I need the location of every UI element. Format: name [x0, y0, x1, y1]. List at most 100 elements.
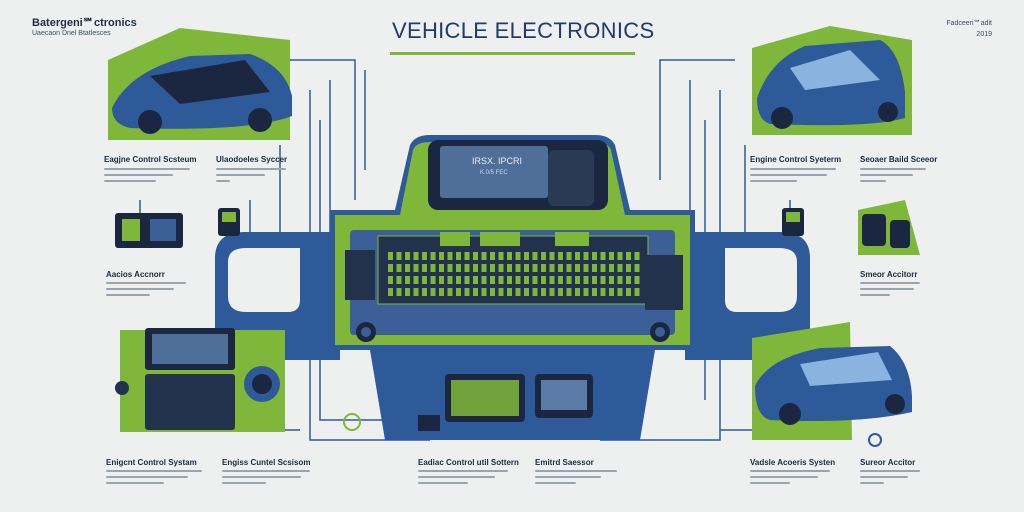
label-sensor-actuator: Sureor Accitor [860, 458, 916, 467]
board-chip [490, 288, 495, 296]
board-chip [575, 288, 580, 296]
board-chip [498, 252, 504, 260]
board-chip [473, 264, 478, 272]
board-chip [626, 252, 631, 260]
board-chip [422, 288, 427, 296]
board-chip [439, 264, 444, 272]
board-chip [549, 252, 555, 260]
board-chip [473, 252, 478, 260]
board-chip [413, 288, 419, 296]
board-chip [388, 288, 393, 296]
board-chip [439, 252, 444, 260]
label-sensor-bottom: Emitrd Saessor [535, 458, 594, 467]
label-vehicle-access-system: Vadsle Acoeris Systen [750, 458, 836, 467]
board-chip [634, 288, 640, 296]
board-chip [422, 276, 427, 284]
board-chip [524, 288, 529, 296]
brand-name: Batergeni℠ctronics [32, 17, 137, 29]
car-illustration-top-left [108, 28, 292, 140]
brand-subtitle: Uaecaon Dnel Btatlesces [32, 30, 111, 37]
board-chip [592, 276, 597, 284]
board-chip [541, 276, 546, 284]
right-sensor-modules [782, 200, 920, 255]
board-chip [558, 288, 563, 296]
board-chip [473, 276, 478, 284]
board-chip [634, 264, 640, 272]
board-chip [575, 276, 580, 284]
description-lines [860, 470, 920, 488]
board-chip [396, 264, 402, 272]
label-actuator-right: Smeor Accitorr [860, 270, 918, 279]
board-chip [515, 288, 521, 296]
board-chip [498, 288, 504, 296]
header-right-line2: 2019 [976, 31, 992, 38]
board-chip [464, 288, 470, 296]
board-chip [430, 252, 436, 260]
car-illustration-bottom-right [752, 322, 912, 440]
car-illustration-top-right [752, 26, 912, 135]
board-chip [617, 252, 623, 260]
board-chip [481, 288, 487, 296]
left-sensor-modules [115, 208, 240, 248]
board-chip [498, 276, 504, 284]
board-chip [549, 288, 555, 296]
board-chip [507, 264, 512, 272]
board-chip [583, 252, 589, 260]
board-chip [558, 276, 563, 284]
board-chip [566, 252, 572, 260]
board-chip [413, 252, 419, 260]
board-chip [473, 288, 478, 296]
board-chip [626, 276, 631, 284]
board-chip [575, 264, 580, 272]
board-chip [447, 264, 453, 272]
board-chip [617, 276, 623, 284]
board-chip [600, 276, 606, 284]
board-chip [634, 276, 640, 284]
board-chip [456, 288, 461, 296]
label-sensor-left: Ulaodoeles Syccer [216, 155, 288, 164]
board-chip [413, 276, 419, 284]
board-chip [524, 252, 529, 260]
board-chip [456, 264, 461, 272]
board-chip [388, 264, 393, 272]
description-lines [860, 168, 926, 186]
description-lines [104, 168, 190, 186]
board-chip [464, 252, 470, 260]
label-engine-control-system-2: Enigcnt Control Systam [106, 458, 197, 467]
board-chip [405, 288, 410, 296]
description-lines [222, 470, 310, 488]
board-chip [609, 276, 614, 284]
page-title: VEHICLE ELECTRONICS [392, 18, 655, 43]
board-chip [422, 252, 427, 260]
board-chip [507, 288, 512, 296]
label-engine-control-system-1: Eagjne Control Scsteum [104, 155, 197, 164]
description-lines [535, 470, 617, 488]
board-chip [388, 252, 393, 260]
board-chip [626, 288, 631, 296]
board-chip [634, 252, 640, 260]
board-chip [532, 264, 538, 272]
title-underline [390, 52, 635, 55]
board-chip [490, 252, 495, 260]
board-chip [617, 288, 623, 296]
board-chip [549, 276, 555, 284]
board-chip [447, 276, 453, 284]
board-chip [524, 276, 529, 284]
board-chip [481, 252, 487, 260]
board-chip [439, 288, 444, 296]
header-right-line1: Fadceeri℠adit [946, 20, 992, 27]
board-chip [524, 264, 529, 272]
lower-modules [343, 374, 882, 447]
board-chip [532, 288, 538, 296]
label-engine-control-system-4: Engine Control Syeterm [750, 155, 842, 164]
board-chip [507, 252, 512, 260]
label-engine-control-system-3: Engiss Cuntel Scsisom [222, 458, 311, 467]
board-chip [430, 276, 436, 284]
board-chip [396, 276, 402, 284]
board-chip [541, 264, 546, 272]
display-screen-subtext: K.0/5 FEC [480, 170, 508, 176]
header-right-info: Fadceeri℠adit 2019 [942, 18, 992, 40]
board-chip [566, 276, 572, 284]
dashboard-module-bottom-left [115, 328, 285, 432]
board-chip [447, 252, 453, 260]
